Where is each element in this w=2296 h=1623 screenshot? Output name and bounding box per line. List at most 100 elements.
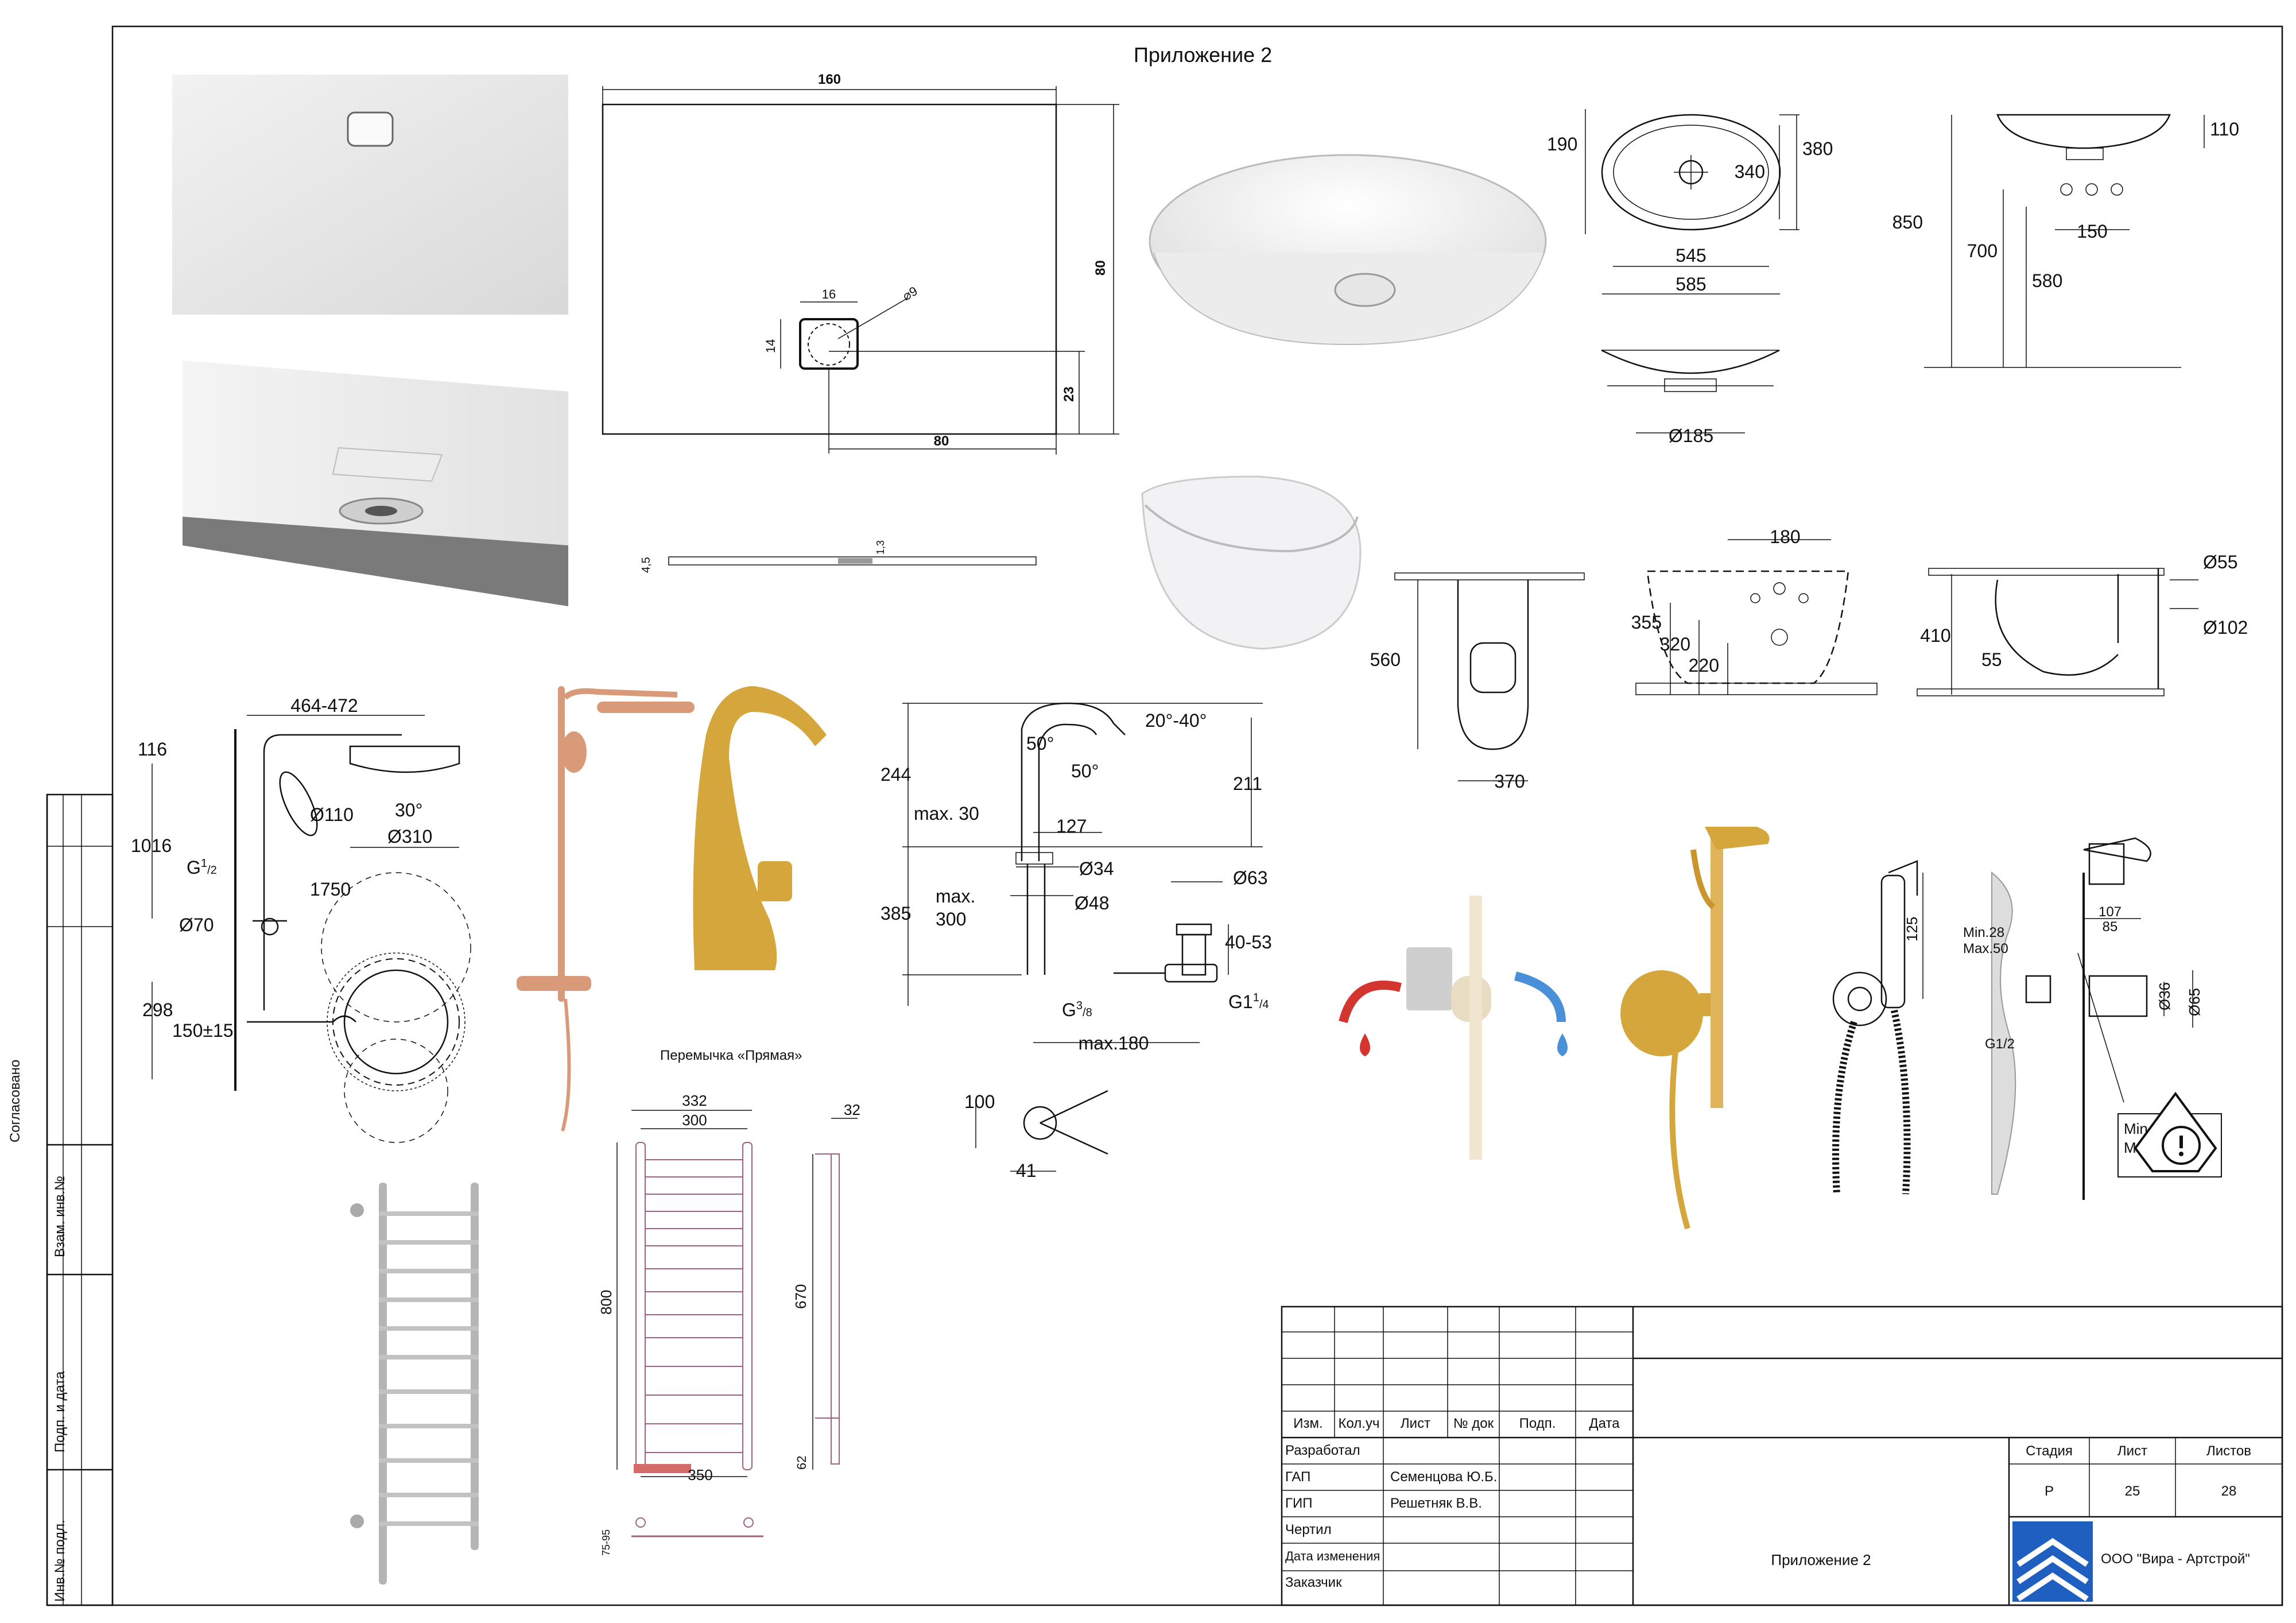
tb-stage-label: Стадия	[2026, 1443, 2073, 1459]
toilet-dim-180: 180	[1770, 526, 1800, 547]
wb-dim-190: 190	[1547, 134, 1577, 154]
ss-dim-110: Ø110	[310, 804, 354, 825]
faucet-drawing: 244 385 211 20°-40° 50° 50° max. 30 127 …	[881, 702, 1272, 1181]
ss-dim-30: 30°	[395, 800, 422, 820]
tb-person: Решетняк В.В.	[1390, 1496, 1482, 1511]
toilet-dim-410: 410	[1920, 625, 1950, 646]
wb-dim-340: 340	[1735, 161, 1765, 182]
shower-tray-photo-top	[172, 75, 568, 315]
wb-dim-380: 380	[1802, 138, 1833, 159]
fc-dim-41: 41	[1016, 1160, 1037, 1181]
bs-dim-85: 85	[2103, 919, 2118, 935]
shower-tray-drawing: 160 80 16 14 ⌀9 23 80 4,5 1,3	[602, 72, 1119, 573]
bs-dim-125: 125	[1903, 917, 1921, 942]
tb-header-list: Лист	[1400, 1416, 1431, 1431]
fc-dim-63: Ø63	[1233, 867, 1267, 888]
towel-rail-photo	[350, 1183, 479, 1585]
ss-dim-1016: 1016	[131, 835, 172, 856]
fc-dim-2040: 20°-40°	[1145, 710, 1207, 731]
fc-dim-50a: 50°	[1026, 733, 1054, 754]
wb-dim-185: Ø185	[1669, 425, 1713, 446]
toilet-front: 560 370	[1370, 572, 1585, 792]
tray-dim-drain-y: 23	[1061, 386, 1077, 402]
toilet-dim-55a: 55	[1981, 649, 2002, 670]
toilet-dim-355: 355	[1631, 612, 1662, 633]
tb-company: ООО "Вира - Артстрой"	[2101, 1551, 2250, 1567]
wb-dim-150: 150	[2077, 221, 2107, 242]
fc-dim-max300a: max.	[936, 886, 975, 907]
tr-dim-800: 800	[598, 1290, 615, 1315]
tb-role: Заказчик	[1285, 1575, 1342, 1590]
towel-rail-drawing: 332 300 800 350 32 670 62 75-95	[598, 1092, 860, 1556]
fc-dim-385: 385	[881, 903, 911, 924]
ss-dim-g12: G1/2	[187, 857, 217, 878]
toilet-dim-370: 370	[1494, 771, 1525, 792]
fc-dim-max30: max. 30	[914, 803, 979, 824]
company-logo	[2012, 1521, 2093, 1602]
sign-date-label: Подп. и дата	[52, 1371, 68, 1452]
ss-dim-310: Ø310	[387, 826, 432, 847]
shower-system-photo	[517, 686, 695, 1132]
fc-dim-max180: max.180	[1079, 1033, 1149, 1053]
tr-dim-350: 350	[688, 1466, 712, 1483]
tb-role: ГАП	[1285, 1469, 1311, 1485]
toilet-dim-560: 560	[1370, 649, 1401, 670]
ss-dim-150: 150±15	[172, 1020, 234, 1041]
tb-role: Дата изменения	[1285, 1549, 1380, 1563]
bs-dim-min28: Min.28	[1963, 925, 2004, 940]
wb-dim-585: 585	[1676, 274, 1706, 295]
toilet-dim-320: 320	[1660, 634, 1690, 654]
fc-dim-4053: 40-53	[1225, 932, 1272, 952]
fc-dim-127: 127	[1056, 816, 1087, 836]
wb-dim-580: 580	[2032, 270, 2062, 291]
fc-dim-48: Ø48	[1075, 893, 1109, 913]
ss-dim-116: 116	[138, 739, 167, 760]
tb-row: Разработал	[1282, 1438, 1633, 1464]
tb-row: Заказчик	[1282, 1570, 1633, 1596]
bs-dim-max50: Max.50	[1963, 941, 2008, 956]
tb-role: Разработал	[1285, 1443, 1360, 1458]
ss-dim-70: Ø70	[179, 915, 214, 935]
tr-dim-670: 670	[792, 1284, 809, 1309]
ss-dim-298: 298	[142, 1000, 173, 1020]
tb-header-sign: Подп.	[1519, 1416, 1556, 1431]
tb-sheet-label: Лист	[2117, 1443, 2148, 1459]
toilet-photo	[1141, 475, 1362, 650]
title-block	[1281, 1306, 2283, 1606]
sheet-title: Приложение 2	[1134, 43, 1272, 67]
toilet-dim-55b: Ø55	[2203, 552, 2237, 572]
toilet-dim-220: 220	[1689, 655, 1719, 676]
washbasin-plan: 190 380 340 545 585 Ø185	[1547, 109, 1833, 446]
shower-system-drawing: 464-472 116 1016 Ø110 30° Ø310 G1/2 1750…	[131, 695, 471, 1143]
tr-dim-300: 300	[682, 1111, 707, 1129]
tb-row: ГАП Семенцова Ю.Б.	[1282, 1464, 1633, 1490]
tb-sheet-value: 25	[2124, 1483, 2140, 1499]
bidet-drawing: 125 107 85 Min.28 Max.50 Ø36 Ø65 G1/2 Mi…	[1832, 837, 2222, 1200]
tray-dim-drain-w: 16	[822, 287, 836, 301]
tray-dim-thick: 4,5	[640, 557, 653, 573]
tray-dim-thick2: 1,3	[875, 540, 886, 555]
tb-row: Чертил	[1282, 1517, 1633, 1543]
tb-sheets-label: Листов	[2206, 1443, 2251, 1459]
fc-dim-g114: G11/4	[1228, 991, 1269, 1012]
towel-rail-caption: Перемычка «Прямая»	[660, 1048, 802, 1063]
wb-dim-545: 545	[1676, 245, 1706, 266]
fc-dim-50b: 50°	[1071, 761, 1099, 781]
fc-dim-34: Ø34	[1079, 858, 1114, 879]
bs-dim-65: Ø65	[2186, 988, 2203, 1016]
fc-dim-g38: G3/8	[1062, 1000, 1092, 1020]
tb-row: ГИП Решетняк В.В.	[1282, 1490, 1633, 1517]
tb-person: Семенцова Ю.Б.	[1390, 1469, 1498, 1485]
tb-row: Дата изменения	[1282, 1543, 1633, 1570]
tr-dim-32: 32	[844, 1101, 860, 1118]
tr-dim-62: 62	[794, 1456, 809, 1470]
tb-header-date: Дата	[1589, 1416, 1620, 1431]
bs-dim-36: Ø36	[2156, 982, 2173, 1010]
washbasin-photo	[1149, 154, 1547, 346]
title-block-headers: Изм. Кол.уч Лист № док Подп. Дата	[1282, 1416, 1633, 1436]
agreed-label: Согласовано	[7, 1060, 23, 1142]
ss-dim-464: 464-472	[290, 695, 358, 716]
title-block-rows: Разработал ГАП Семенцова Ю.Б. ГИП Решетн…	[1282, 1438, 1633, 1596]
tb-role: ГИП	[1285, 1496, 1313, 1511]
